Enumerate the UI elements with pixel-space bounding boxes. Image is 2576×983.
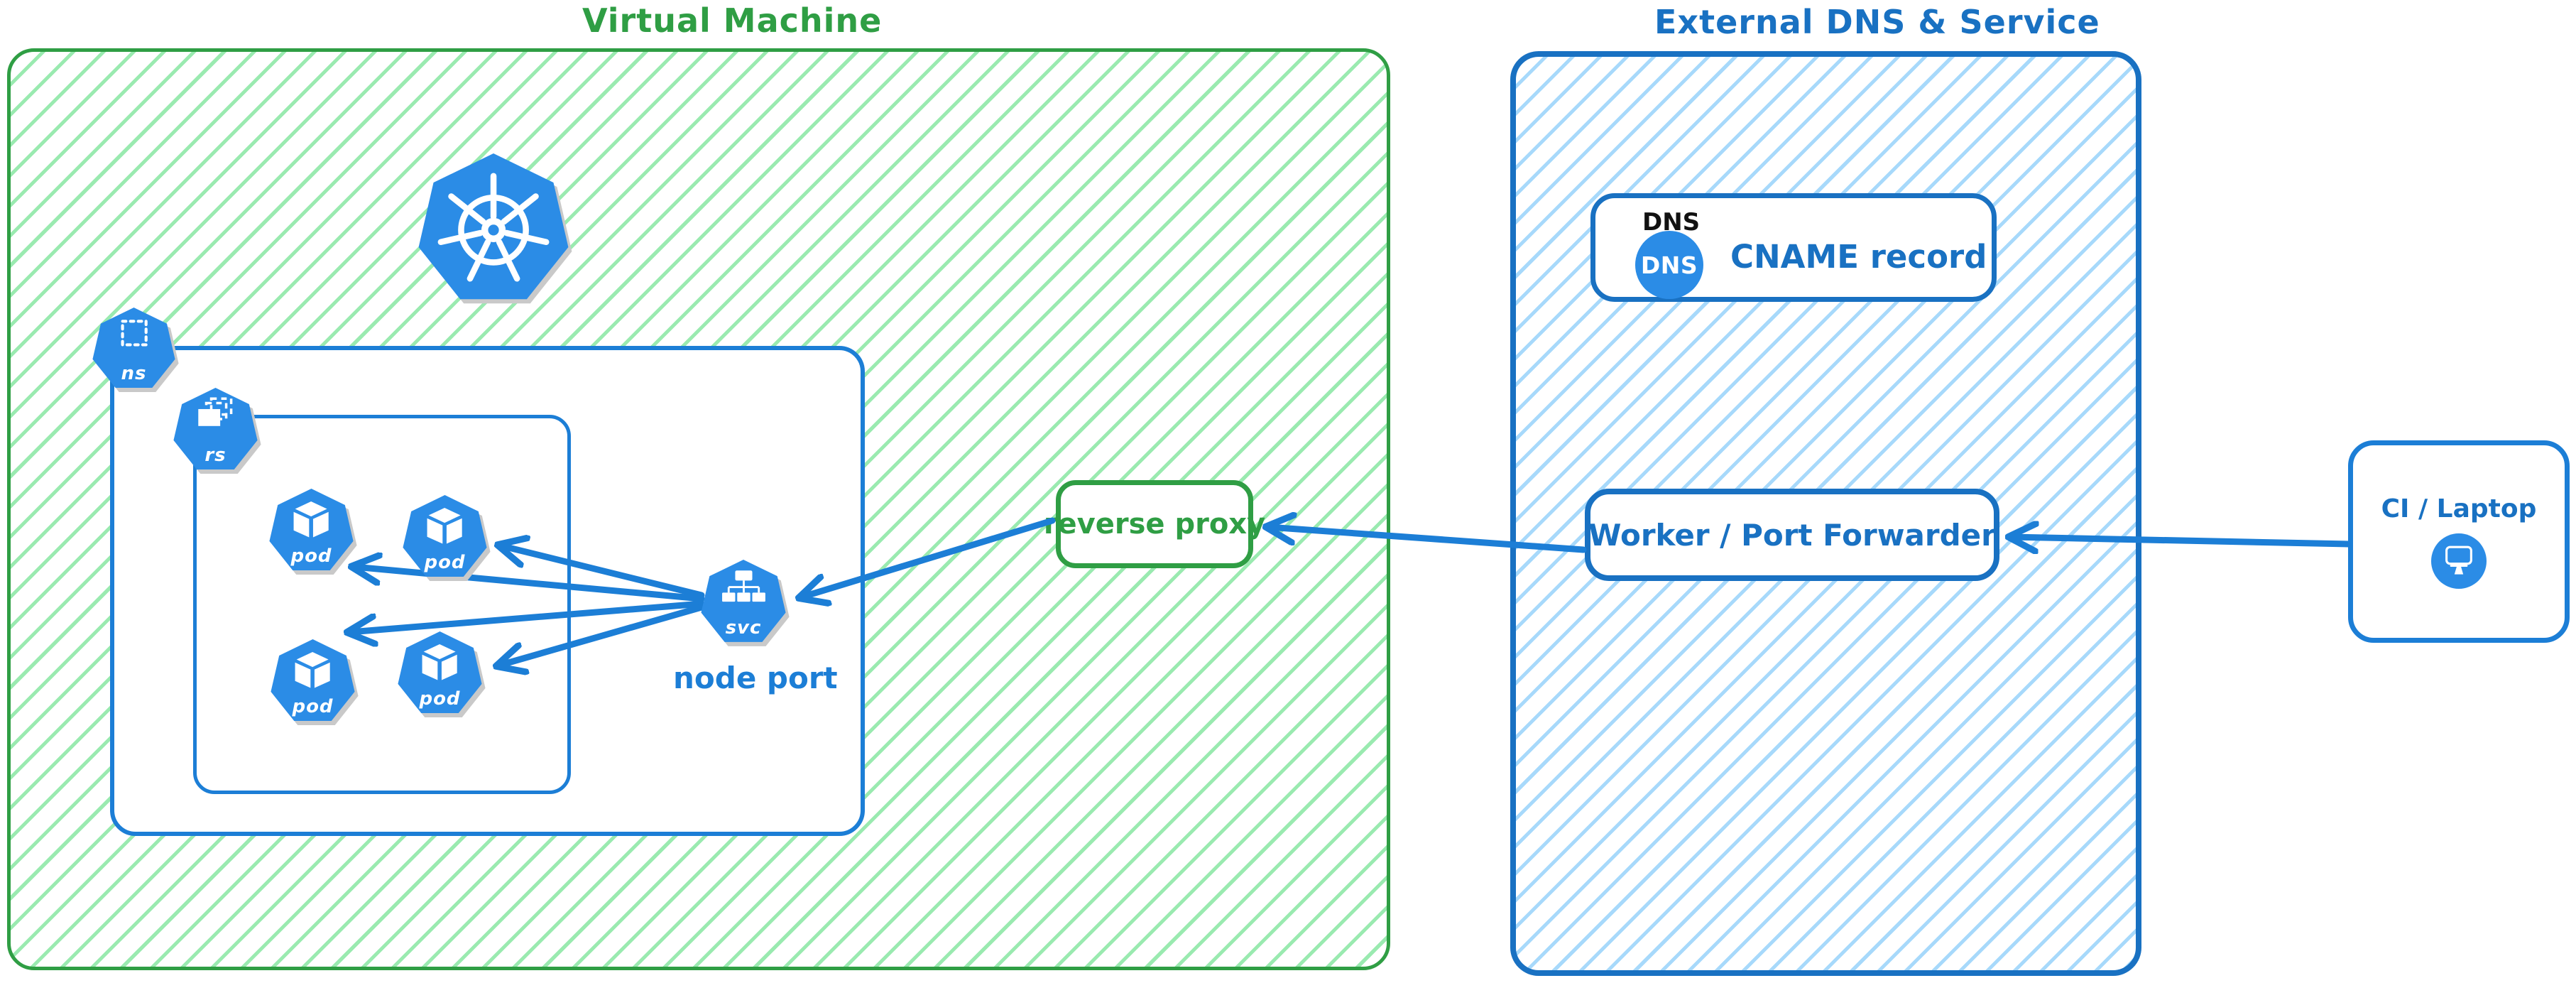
replicaset-heptagon: rs [173,388,258,469]
external-dns-service-title: External DNS & Service [1654,3,2100,41]
namespace-heptagon: ns [92,308,175,389]
service-heptagon: svc [701,560,786,642]
monitor-icon [2431,533,2487,589]
pod-heptagon: pod [398,631,482,713]
worker-port-forwarder-box: Worker / Port Forwarder [1585,489,1999,581]
pod-label: pod [424,552,466,574]
dns-icon-label: DNS [1640,251,1698,279]
dashed-square-glyph [121,319,148,347]
reverse-proxy-box: reverse proxy [1044,480,1265,568]
cube-glyph [295,651,331,688]
pod-label: pod [292,696,334,718]
cname-record-label: CNAME record [1730,238,1987,276]
service-icon: svc [700,560,787,646]
cube-glyph [427,507,463,544]
pod-icon: pod [268,489,354,575]
pod-icon: pod [402,495,488,581]
namespace-label: ns [121,363,147,385]
pod-label: pod [290,545,332,567]
pod-icon: pod [397,631,483,717]
virtual-machine-title: Virtual Machine [582,1,883,40]
kubernetes-logo-icon [417,153,570,307]
reverse-proxy-label: reverse proxy [1043,508,1266,541]
pod-heptagon: pod [403,495,487,577]
cube-glyph [293,501,329,538]
pod-icon: pod [270,639,356,725]
replicaset-icon: rs [173,388,258,474]
node-port-label: node port [673,661,838,695]
worker-port-forwarder-label: Worker / Port Forwarder [1588,517,1996,553]
service-label: svc [725,617,762,639]
dns-icon: DNS [1635,231,1703,299]
helm-wheel-glyph [437,173,550,282]
monitor-glyph [2445,545,2472,575]
ci-laptop-box: CI / Laptop [2348,440,2570,643]
pod-label: pod [419,688,461,710]
service-tree-glyph [721,570,765,602]
kubernetes-heptagon [418,153,569,300]
replicaset-label: rs [204,445,227,467]
stacked-rects-glyph [198,397,233,426]
pod-heptagon: pod [269,489,354,570]
cube-glyph [422,643,458,680]
ci-laptop-label: CI / Laptop [2381,494,2537,523]
dns-record-box: DNS DNS CNAME record [1590,193,1997,302]
namespace-icon: ns [92,308,176,392]
pod-heptagon: pod [271,639,355,721]
